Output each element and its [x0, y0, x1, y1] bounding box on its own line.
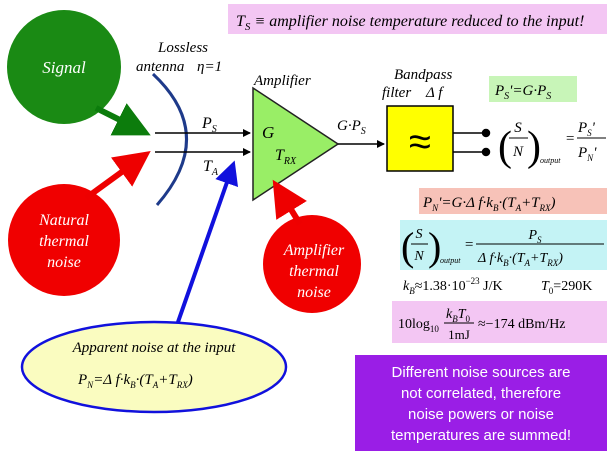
svg-text:kBT0: kBT0 — [446, 307, 471, 324]
svg-text:Δ f: Δ f — [425, 85, 444, 101]
svg-text:PS'=G·PS: PS'=G·PS — [494, 83, 551, 102]
svg-text:10log10: 10log10 — [398, 317, 439, 334]
svg-text:thermal: thermal — [39, 233, 89, 250]
apparent-noise-arrow — [176, 160, 239, 323]
svg-text:Natural: Natural — [38, 212, 89, 229]
svg-text:filter: filter — [382, 85, 411, 101]
svg-text:): ) — [527, 124, 541, 170]
noise-floor-eq: 10log10 kBT0 1mJ ≈−174 dBm/Hz — [392, 301, 607, 343]
pn-prime-eq: PN'=G·Δ f·kB·(TA+TRX) — [419, 188, 607, 214]
svg-text:Bandpass: Bandpass — [394, 67, 453, 83]
svg-text:(: ( — [498, 124, 512, 170]
svg-text:TRX: TRX — [275, 147, 297, 167]
svg-text:(: ( — [401, 224, 414, 269]
ts-symbol: T — [236, 13, 246, 30]
amp-noise-arrow — [272, 179, 307, 226]
svg-text:output: output — [540, 156, 561, 165]
svg-text:≈−174 dBm/Hz: ≈−174 dBm/Hz — [478, 317, 566, 332]
svg-text:antenna: antenna — [136, 59, 184, 75]
svg-text:noise: noise — [297, 284, 331, 301]
gps-label: G·PS — [337, 118, 366, 137]
svg-text:N: N — [512, 144, 524, 160]
svg-text:output: output — [440, 256, 461, 265]
svg-text:not correlated, therefore: not correlated, therefore — [401, 385, 561, 402]
amp-noise-source: Amplifier thermal noise — [263, 215, 361, 313]
natural-noise-source: Natural thermal noise — [8, 184, 120, 296]
ps-gain-eq: PS'=G·PS — [489, 76, 577, 102]
amplifier-title: Amplifier — [253, 73, 311, 89]
svg-text:PN'=G·Δ f·kB·(TA+TRX): PN'=G·Δ f·kB·(TA+TRX) — [422, 195, 556, 213]
top-note-box: TS ≡ amplifier noise temperature reduced… — [228, 4, 607, 34]
svg-text:TS ≡ amplifier noise temperatu: TS ≡ amplifier noise temperature reduced… — [236, 13, 584, 33]
svg-text:noise powers or noise: noise powers or noise — [408, 406, 554, 423]
signal-source: Signal — [7, 10, 121, 124]
antenna-label: Lossless antenna η=1 — [136, 40, 222, 75]
svg-text:Amplifier: Amplifier — [283, 242, 345, 259]
svg-text:S: S — [514, 120, 522, 136]
svg-text:PS: PS — [527, 228, 542, 245]
svg-text:Lossless: Lossless — [157, 40, 208, 56]
antenna-arc — [151, 72, 188, 206]
t0-constant: T0=290K — [541, 279, 592, 296]
svg-text:Apparent noise at the input: Apparent noise at the input — [72, 340, 237, 356]
amplifier-triangle: G TRX — [252, 86, 340, 202]
svg-text:≈: ≈ — [409, 120, 431, 164]
summary-box: Different noise sources are not correlat… — [355, 355, 607, 451]
svg-text:1mJ: 1mJ — [448, 327, 470, 342]
svg-text:Different noise sources are: Different noise sources are — [392, 364, 571, 381]
snr-expanded-eq: ( S N ) output = PS Δ f·kB·(TA+TRX) — [400, 220, 607, 270]
svg-text:=: = — [464, 237, 474, 253]
svg-text:temperatures are summed!: temperatures are summed! — [391, 427, 571, 444]
svg-text:Δ f·kB·(TA+TRX): Δ f·kB·(TA+TRX) — [477, 251, 563, 268]
ta-label: TA — [203, 158, 219, 178]
signal-arrow — [94, 103, 151, 136]
svg-text:N: N — [413, 249, 424, 264]
svg-text:noise: noise — [47, 254, 81, 271]
bandpass-filter: ≈ — [386, 105, 454, 172]
input-lines — [155, 129, 251, 156]
svg-text:η=1: η=1 — [197, 59, 222, 75]
apparent-noise-callout: Apparent noise at the input PN=Δ f·kB·(T… — [20, 320, 288, 414]
ps-label: PS — [201, 115, 217, 135]
filter-label: Bandpass filter Δ f — [382, 67, 453, 101]
svg-text:thermal: thermal — [289, 263, 339, 280]
signal-label: Signal — [42, 58, 86, 77]
svg-text:PN': PN' — [577, 145, 597, 163]
snr-output-eq: ( S N ) output = PS' PN' — [498, 120, 606, 170]
output-lines — [453, 128, 491, 157]
svg-text:S: S — [416, 227, 423, 242]
svg-text:PN=Δ f·kB·(TA+TRX): PN=Δ f·kB·(TA+TRX) — [77, 372, 193, 390]
svg-text:PS': PS' — [577, 120, 596, 138]
svg-text:): ) — [428, 224, 441, 269]
svg-text:G: G — [262, 123, 274, 142]
natural-noise-arrow — [84, 150, 151, 201]
svg-text:=: = — [565, 131, 575, 147]
kb-constant: kB≈1.38·10−23 J/K — [403, 276, 503, 296]
